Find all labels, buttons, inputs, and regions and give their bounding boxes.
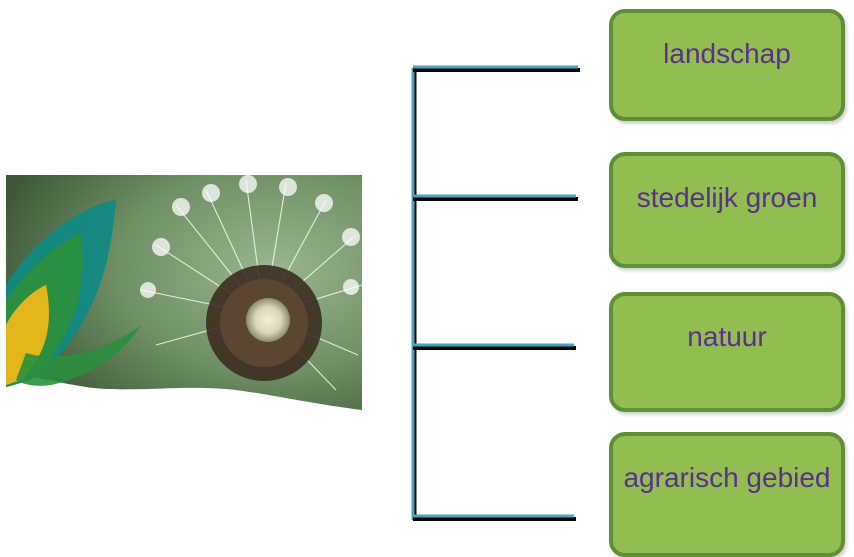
logo-small-text: SAMEN VOOR	[20, 464, 67, 471]
category-box-stedelijk-groen: stedelijk groen	[609, 152, 845, 268]
category-label: agrarisch gebied	[623, 462, 831, 493]
bracket-lines	[411, 65, 580, 521]
category-label: stedelijk groen	[636, 182, 818, 213]
category-box-agrarisch-gebied: agrarisch gebied	[609, 432, 845, 557]
category-box-natuur: natuur	[609, 292, 845, 412]
logo-wordmark: SAMEN VOOR BIODIVERSITEIT	[12, 464, 177, 500]
category-box-landschap: landschap	[609, 9, 845, 121]
dandelion-photo	[6, 175, 362, 410]
category-label: landschap	[663, 38, 791, 69]
logo-big-text: BIODIVERSITEIT	[12, 476, 142, 500]
biodiversity-logo-image: SAMEN VOOR BIODIVERSITEIT	[6, 175, 362, 500]
category-label: natuur	[687, 321, 767, 352]
